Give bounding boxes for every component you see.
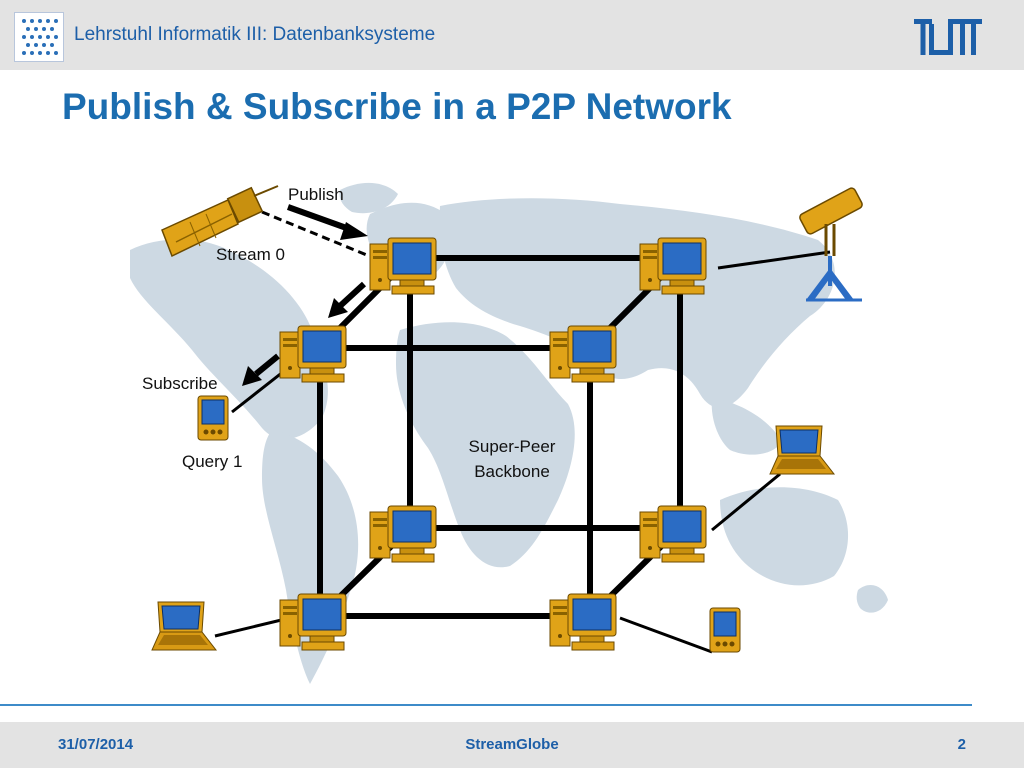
tum-logo: TUM — [914, 19, 982, 55]
chair-name: Lehrstuhl Informatik III: Datenbanksyste… — [74, 24, 436, 45]
laptop-icon — [769, 425, 835, 475]
tum-logo-mark: TUM — [914, 19, 982, 55]
desktop-computer-icon — [279, 593, 347, 651]
publish-arrow — [286, 204, 354, 233]
diagram-labels: Publish Stream 0 Subscribe Query 1 Super… — [142, 185, 556, 481]
backbone-label-line1: Super-Peer — [469, 437, 556, 456]
subscribe-arrow — [254, 353, 280, 377]
publish-label: Publish — [288, 185, 344, 204]
desktop-computer-icon — [369, 237, 437, 295]
telescope-icon — [799, 187, 863, 302]
footer-divider — [0, 704, 972, 706]
footer-bar: 31/07/2014 StreamGlobe 2 — [0, 722, 1024, 768]
stream-label: Stream 0 — [216, 245, 285, 264]
footer-title: StreamGlobe — [465, 736, 559, 753]
desktop-computer-icon — [549, 593, 617, 651]
pda-icon — [197, 395, 229, 441]
footer-date: 31/07/2014 — [58, 736, 134, 753]
desktop-computer-icon — [549, 325, 617, 383]
desktop-computer-icon — [279, 325, 347, 383]
header-bar: Lehrstuhl Informatik III: Datenbanksyste… — [0, 0, 1024, 70]
query-label: Query 1 — [182, 452, 242, 471]
pda-icon — [709, 607, 741, 653]
satellite-icon — [161, 185, 279, 258]
backbone-label-line2: Backbone — [474, 462, 550, 481]
desktop-computer-icon — [639, 505, 707, 563]
forward-arrow — [337, 281, 367, 309]
subscribe-arrowhead — [242, 366, 262, 386]
forward-arrowhead — [328, 298, 348, 318]
publish-subscribe-arrows — [242, 204, 375, 386]
desktop-computer-icon — [639, 237, 707, 295]
desktop-computer-icon — [369, 505, 437, 563]
stream-dashed-line — [261, 210, 375, 260]
client-link — [711, 472, 781, 532]
client-link — [619, 616, 713, 654]
slide-title: Publish & Subscribe in a P2P Network — [62, 86, 732, 127]
chair-logo-icon — [14, 12, 64, 62]
client-link — [717, 250, 831, 270]
subscribe-label: Subscribe — [142, 374, 218, 393]
laptop-icon — [151, 601, 217, 651]
publish-arrowhead — [340, 222, 368, 240]
page-number: 2 — [957, 736, 966, 753]
